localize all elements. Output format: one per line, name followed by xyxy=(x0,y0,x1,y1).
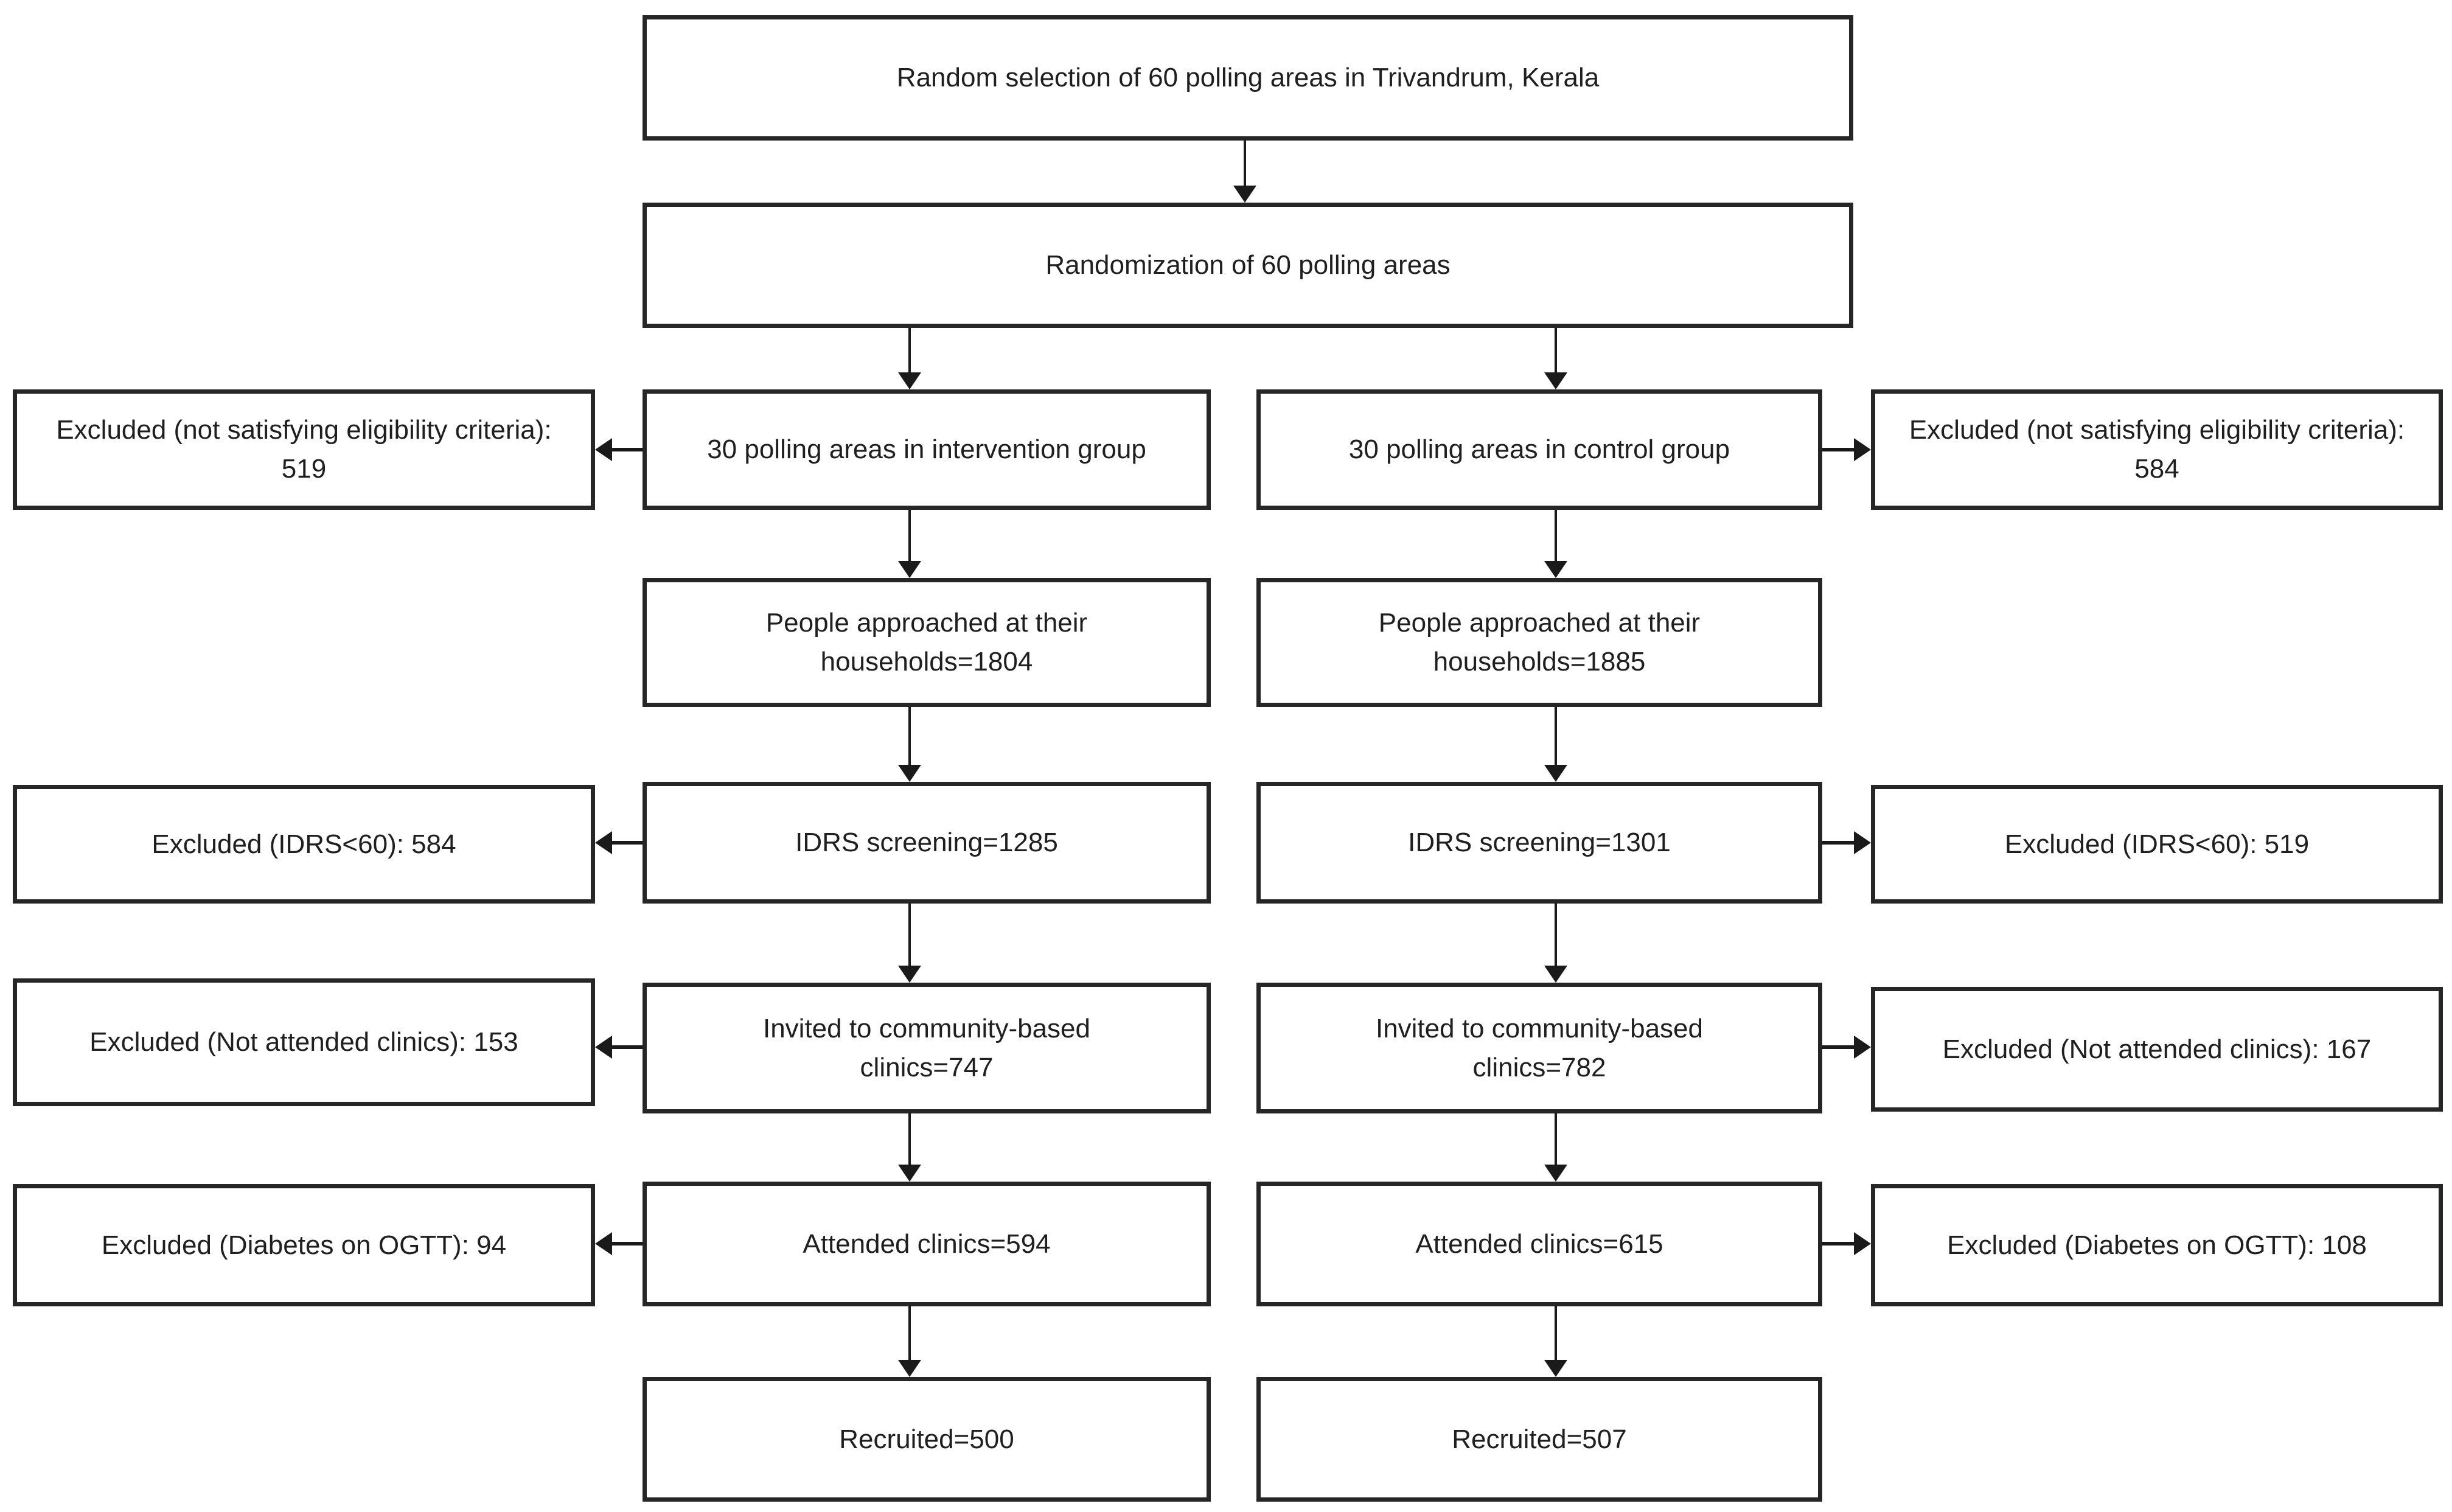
box-households-intervention: People approached at their households=18… xyxy=(643,578,1211,707)
arrow-intervention-to-households xyxy=(898,510,921,578)
arrow-idrs-to-invited-control xyxy=(1544,904,1567,983)
box-attended-control: Attended clinics=615 xyxy=(1256,1182,1822,1306)
box-randomization-text: Randomization of 60 polling areas xyxy=(1045,250,1451,280)
box-excluded-ogtt-intervention-text: Excluded (Diabetes on OGTT): 94 xyxy=(101,1230,507,1260)
box-excluded-eligibility-intervention: Excluded (not satisfying eligibility cri… xyxy=(13,389,595,510)
arrow-attended-to-recruited-control xyxy=(1544,1306,1567,1377)
box-excluded-clinics-intervention: Excluded (Not attended clinics): 153 xyxy=(13,978,595,1106)
arrow-exclusion-eligibility-control xyxy=(1822,438,1871,461)
box-excluded-clinics-control-text: Excluded (Not attended clinics): 167 xyxy=(1942,1034,2372,1064)
box-excluded-eligibility-control: Excluded (not satisfying eligibility cri… xyxy=(1871,389,2443,510)
arrow-invited-to-attended-intervention xyxy=(898,1113,921,1182)
box-excluded-eligibility-control-text: Excluded (not satisfying eligibility cri… xyxy=(1909,415,2405,484)
box-random-selection: Random selection of 60 polling areas in … xyxy=(643,15,1853,141)
arrow-exclusion-idrs-control xyxy=(1822,831,1871,854)
box-excluded-ogtt-control: Excluded (Diabetes on OGTT): 108 xyxy=(1871,1184,2443,1306)
box-idrs-intervention-text: IDRS screening=1285 xyxy=(795,827,1058,858)
box-excluded-ogtt-control-text: Excluded (Diabetes on OGTT): 108 xyxy=(1947,1230,2367,1260)
box-invited-intervention: Invited to community-based clinics=747 xyxy=(643,983,1211,1113)
arrow-randomization-to-control xyxy=(1544,328,1567,389)
box-excluded-eligibility-intervention-text: Excluded (not satisfying eligibility cri… xyxy=(56,415,552,484)
box-invited-control: Invited to community-based clinics=782 xyxy=(1256,983,1822,1113)
box-control-group-text: 30 polling areas in control group xyxy=(1348,434,1730,465)
box-excluded-idrs-intervention: Excluded (IDRS<60): 584 xyxy=(13,785,595,904)
arrow-exclusion-clinics-control xyxy=(1822,1036,1871,1059)
arrow-households-to-idrs-control xyxy=(1544,707,1567,782)
arrow-exclusion-clinics-intervention xyxy=(595,1036,643,1059)
box-excluded-clinics-intervention-text: Excluded (Not attended clinics): 153 xyxy=(89,1027,518,1057)
arrow-households-to-idrs-intervention xyxy=(898,707,921,782)
arrow-exclusion-ogtt-intervention xyxy=(595,1232,643,1255)
box-idrs-intervention: IDRS screening=1285 xyxy=(643,782,1211,904)
box-idrs-control: IDRS screening=1301 xyxy=(1256,782,1822,904)
box-randomization: Randomization of 60 polling areas xyxy=(643,203,1853,328)
box-invited-control-text: Invited to community-based clinics=782 xyxy=(1375,1013,1704,1082)
arrow-exclusion-ogtt-control xyxy=(1822,1232,1871,1255)
box-intervention-group-text: 30 polling areas in intervention group xyxy=(707,434,1146,465)
box-recruited-control: Recruited=507 xyxy=(1256,1377,1822,1502)
box-excluded-ogtt-intervention: Excluded (Diabetes on OGTT): 94 xyxy=(13,1184,595,1306)
box-recruited-intervention-text: Recruited=500 xyxy=(839,1424,1014,1454)
box-excluded-idrs-intervention-text: Excluded (IDRS<60): 584 xyxy=(152,829,456,859)
box-control-group: 30 polling areas in control group xyxy=(1256,389,1822,510)
arrow-exclusion-idrs-intervention xyxy=(595,831,643,854)
arrow-idrs-to-invited-intervention xyxy=(898,904,921,983)
arrow-randomization-to-intervention xyxy=(898,328,921,389)
box-excluded-clinics-control: Excluded (Not attended clinics): 167 xyxy=(1871,987,2443,1112)
arrow-selection-to-randomization xyxy=(1233,141,1256,203)
box-random-selection-text: Random selection of 60 polling areas in … xyxy=(896,63,1600,93)
box-excluded-idrs-control: Excluded (IDRS<60): 519 xyxy=(1871,785,2443,904)
arrow-exclusion-eligibility-intervention xyxy=(595,438,643,461)
box-attended-intervention-text: Attended clinics=594 xyxy=(803,1228,1051,1259)
arrow-attended-to-recruited-intervention xyxy=(898,1306,921,1377)
box-households-control: People approached at their households=18… xyxy=(1256,578,1822,707)
box-households-control-text: People approached at their households=18… xyxy=(1378,608,1701,677)
box-recruited-control-text: Recruited=507 xyxy=(1452,1424,1627,1454)
arrow-control-to-households xyxy=(1544,510,1567,578)
box-attended-intervention: Attended clinics=594 xyxy=(643,1182,1211,1306)
arrow-invited-to-attended-control xyxy=(1544,1113,1567,1182)
box-excluded-idrs-control-text: Excluded (IDRS<60): 519 xyxy=(2004,829,2310,859)
box-idrs-control-text: IDRS screening=1301 xyxy=(1408,827,1671,858)
box-households-intervention-text: People approached at their households=18… xyxy=(765,608,1088,677)
box-intervention-group: 30 polling areas in intervention group xyxy=(643,389,1211,510)
box-recruited-intervention: Recruited=500 xyxy=(643,1377,1211,1502)
box-attended-control-text: Attended clinics=615 xyxy=(1415,1228,1663,1259)
box-invited-intervention-text: Invited to community-based clinics=747 xyxy=(762,1013,1091,1082)
